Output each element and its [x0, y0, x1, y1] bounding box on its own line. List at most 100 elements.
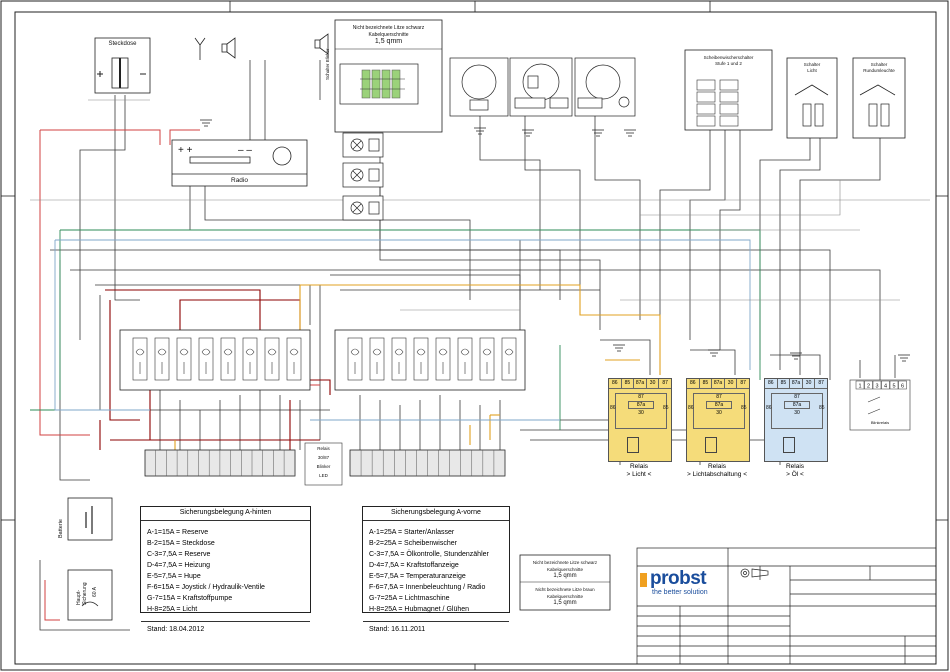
small-note-line4: LED — [319, 473, 328, 478]
fuse-legend-hinten: Sicherungsbelegung A-hinten A-1=15A = Re… — [140, 506, 311, 633]
fuse-legend-row: D-4=7,5A = Heizung — [147, 562, 211, 569]
relay-coil-left: 86 — [610, 405, 616, 411]
relay-contact: 87a — [784, 401, 810, 409]
blinkrelais-pin-box — [881, 380, 890, 390]
fuse-legend-row: B-2=15A = Steckdose — [147, 540, 215, 547]
projection-symbol — [740, 568, 769, 578]
fuse-legend-row: D-4=7,5A = Kraftstoffanzeige — [369, 562, 459, 569]
cable-note-bottom-line4: Nicht bezeichnete Litze braun — [535, 587, 595, 592]
relay-coil-left: 86 — [688, 405, 694, 411]
stufenschalter-label-1: Scheibenwischerschalter — [703, 55, 754, 60]
relay-lichtab-sub: > Lichtabschaltung < — [687, 471, 747, 478]
fuse-legend-vorne-date: Stand: 16.11.2011 — [363, 621, 509, 635]
cable-note-bottom-box — [519, 554, 611, 611]
blinkrelais-pin-label: 4 — [884, 384, 887, 390]
blinkrelais-pin-label: 1 — [858, 384, 861, 390]
relay-contact: 87 — [716, 394, 722, 400]
fuse-legend-row: G-7=15A = Kraftstoffpumpe — [147, 595, 233, 602]
relay-pin: 87 — [662, 380, 668, 386]
radio-knob — [272, 146, 292, 166]
blinkrelais-pin-box — [898, 380, 907, 390]
relay-pin: 30 — [803, 379, 816, 388]
relay-coil-icon — [783, 437, 795, 453]
relay-coil-icon — [705, 437, 717, 453]
small-note-line2: 30/87 — [317, 455, 330, 460]
main-fuse-label-2: Sicherung — [82, 582, 88, 605]
small-note-line3: Blinker — [316, 464, 331, 469]
fuse-icon — [264, 337, 280, 381]
probst-logo-bar — [640, 573, 647, 587]
fuse-block-right — [334, 329, 526, 391]
blinkrelais-pin-box — [889, 380, 899, 390]
relay-contact: 30 — [794, 410, 800, 416]
fuse-icon — [369, 337, 385, 381]
gauge-3 — [574, 57, 636, 117]
battery-box — [67, 497, 113, 541]
fuse-legend-row: B-2=25A = Scheibenwischer — [369, 540, 457, 547]
cable-note-top-line3: 1,5 qmm — [374, 38, 403, 45]
fuse-legend-row: C-3=7,5A = Ölkontrolle, Stundenzähler — [369, 551, 489, 558]
battery-label: Batterie — [58, 519, 64, 538]
fuse-legend-row: H-8=25A = Hubmagnet / Glühen — [369, 606, 470, 613]
relay-pin: 86 — [687, 379, 700, 388]
gauge-2 — [509, 57, 573, 117]
probst-logo: probst — [650, 568, 707, 589]
schalter-rundum-box — [852, 57, 906, 139]
speaker-right-icon — [314, 33, 329, 55]
blinkrelais-pin-label: 3 — [875, 384, 878, 390]
ground-symbols — [200, 119, 910, 362]
schalter-rundum-label-2: Rundumleuchte — [863, 68, 895, 73]
fuse-icon — [176, 337, 192, 381]
relay-oel-sub: > Öl < — [786, 471, 804, 478]
relay-pin: 87a — [790, 379, 803, 388]
fuse-legend-row: C-3=7,5A = Reserve — [147, 551, 211, 558]
blinkrelais-pin-box — [855, 380, 865, 390]
relay-pin: 87 — [818, 380, 824, 386]
blinkrelais-pin-label: 2 — [867, 384, 870, 390]
blinkrelais-pin-box — [872, 380, 882, 390]
sheet-inner-frame — [14, 11, 937, 665]
wires-gray — [30, 99, 930, 311]
relay-pin: 30 — [725, 379, 738, 388]
antenna-icon — [194, 37, 206, 60]
relay-contact: 87 — [794, 394, 800, 400]
cable-note-top-line2: Kabelquerschnitte — [368, 32, 409, 38]
probst-slogan: the better solution — [652, 589, 708, 596]
fuse-legend-row: H-8=25A = Licht — [147, 606, 198, 613]
fuse-icon — [220, 337, 236, 381]
fuse-icon — [501, 337, 517, 381]
fuse-legend-row: E-5=7,5A = Hupe — [147, 573, 201, 580]
fuse-symbols — [132, 337, 517, 381]
relay-pin: 87 — [740, 380, 746, 386]
blinkrelais-pin-label: 6 — [901, 384, 904, 390]
small-note-line1: Relais — [317, 446, 330, 451]
relay-licht-sub: > Licht < — [626, 471, 652, 478]
main-fuse-box — [67, 569, 113, 621]
cable-note-bottom-line2: Kabelquerschnitte — [546, 567, 584, 572]
fuse-icon — [413, 337, 429, 381]
relay-pin: 87a — [634, 379, 647, 388]
relay-coil-right: 85 — [741, 405, 747, 411]
terminal-dividers — [155, 450, 506, 476]
relay-coil-left: 86 — [766, 405, 772, 411]
relay-pin: 86 — [609, 379, 622, 388]
schalter-blinker-label: Schalter Blinker — [325, 48, 330, 80]
schalter-rundum-label-1: Schalter — [870, 62, 888, 67]
relay-licht-name: Relais — [629, 463, 649, 470]
fuse-icon — [347, 337, 363, 381]
schalter-licht-label-2: Licht — [807, 68, 817, 73]
blinkrelais-pin-label: 5 — [892, 384, 895, 390]
relay-coil-icon — [627, 437, 639, 453]
relay-pin: 30 — [647, 379, 660, 388]
fuse-icon — [391, 337, 407, 381]
fuse-legend-row: E-5=7,5A = Temperaturanzeige — [369, 573, 466, 580]
fuse-block-left — [119, 329, 311, 391]
relay-coil-right: 85 — [663, 405, 669, 411]
